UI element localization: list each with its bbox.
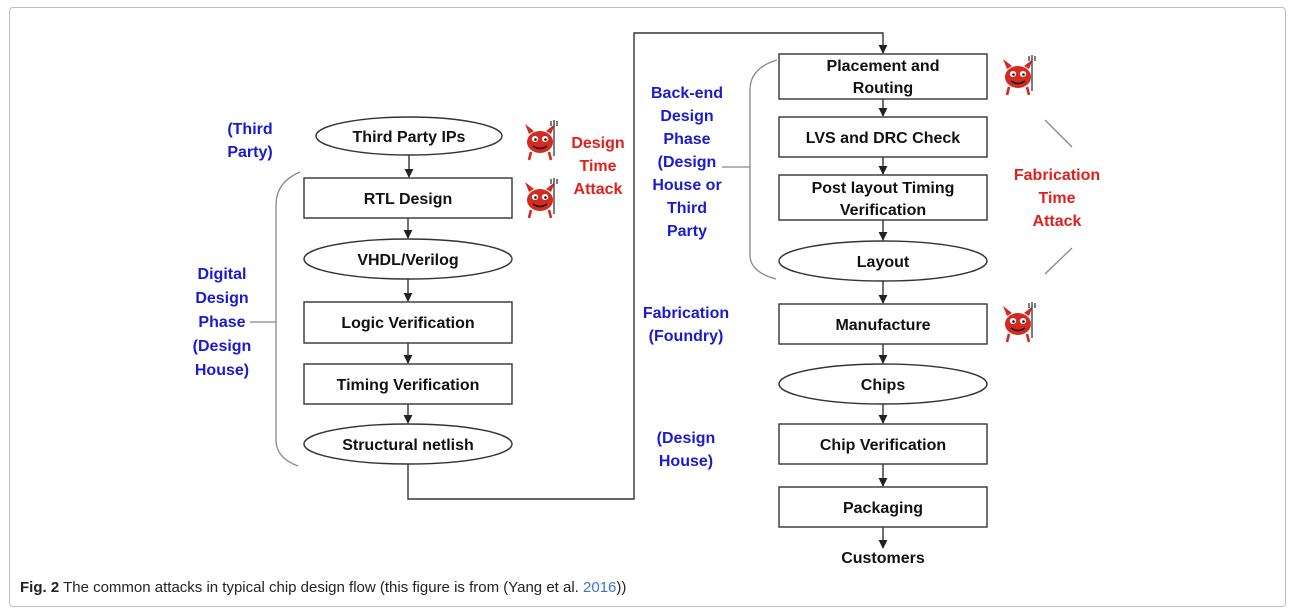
post-layout-node: [778, 174, 988, 221]
digital-phase-bracket: [275, 171, 301, 467]
design-house-text-2: House): [659, 453, 713, 470]
post-layout-label-1: Post layout Timing: [812, 180, 955, 197]
caption-end: )): [616, 579, 627, 596]
fabrication-time-attack-text-3: Attack: [1033, 213, 1082, 230]
devil-icon: [523, 118, 559, 162]
logic-verification-label: Logic Verification: [341, 315, 474, 332]
packaging-node: [778, 486, 988, 528]
backend-phase-text-3: Phase: [663, 131, 710, 148]
fabrication-attack-mark-top: [1044, 119, 1073, 148]
backend-phase-text-5: House or: [652, 177, 721, 194]
design-time-attack-text-1: Design: [571, 135, 624, 152]
backend-phase-text-2: Design: [660, 108, 713, 125]
backend-phase-text-1: Back-end: [651, 85, 723, 102]
design-time-attack-text-2: Time: [579, 158, 616, 175]
layout-label: Layout: [857, 254, 910, 271]
fabrication-attack-mark-bottom: [1044, 247, 1073, 275]
digital-phase-text-3: Phase: [198, 314, 245, 331]
digital-phase-text-5: House): [195, 362, 249, 379]
customers-label: Customers: [841, 550, 925, 567]
placement-routing-label-2: Routing: [853, 80, 913, 97]
fabrication-time-attack-text-2: Time: [1038, 190, 1075, 207]
digital-phase-text-2: Design: [195, 290, 248, 307]
lvs-drc-label: LVS and DRC Check: [806, 130, 961, 147]
connector-netlist-to-placement: [407, 32, 888, 500]
third-party-text-2: Party): [227, 144, 272, 161]
fabrication-text-1: Fabrication: [643, 305, 729, 322]
rtl-design-node: [303, 177, 513, 219]
vhdl-verilog-label: VHDL/Verilog: [357, 252, 458, 269]
figure-frame: [9, 7, 1286, 607]
figure-caption: Fig. 2 The common attacks in typical chi…: [20, 579, 626, 596]
backend-phase-text-4: (Design: [658, 154, 717, 171]
digital-phase-text-4: (Design: [193, 338, 252, 355]
manufacture-label: Manufacture: [835, 317, 930, 334]
fabrication-time-attack-text-1: Fabrication: [1014, 167, 1100, 184]
structural-netlist-label: Structural netlish: [342, 437, 474, 454]
design-time-attack-text-3: Attack: [574, 181, 623, 198]
placement-routing-node: [778, 53, 988, 100]
devil-icon: [523, 176, 559, 220]
chip-verification-label: Chip Verification: [820, 437, 946, 454]
placement-routing-label-1: Placement and: [827, 58, 940, 75]
logic-verification-node: [303, 301, 513, 344]
backend-phase-bracket: [749, 59, 778, 280]
caption-fig-number: Fig. 2: [20, 579, 60, 596]
post-layout-label-2: Verification: [840, 202, 926, 219]
backend-phase-text-7: Party: [667, 223, 707, 240]
third-party-text-1: (Third: [227, 121, 272, 138]
third-party-ips-label: Third Party IPs: [353, 129, 466, 146]
chips-label: Chips: [861, 377, 906, 394]
digital-phase-text-1: Digital: [198, 266, 247, 283]
timing-verification-label: Timing Verification: [337, 377, 480, 394]
fabrication-text-2: (Foundry): [649, 328, 724, 345]
chip-verification-node: [778, 423, 988, 465]
devil-icon: [1001, 300, 1037, 344]
backend-phase-text-6: Third: [667, 200, 707, 217]
devil-icon: [1001, 53, 1037, 97]
caption-citation-link[interactable]: 2016: [583, 579, 617, 596]
rtl-design-label: RTL Design: [364, 191, 453, 208]
caption-text: The common attacks in typical chip desig…: [59, 579, 584, 596]
packaging-label: Packaging: [843, 500, 923, 517]
design-house-text-1: (Design: [657, 430, 716, 447]
